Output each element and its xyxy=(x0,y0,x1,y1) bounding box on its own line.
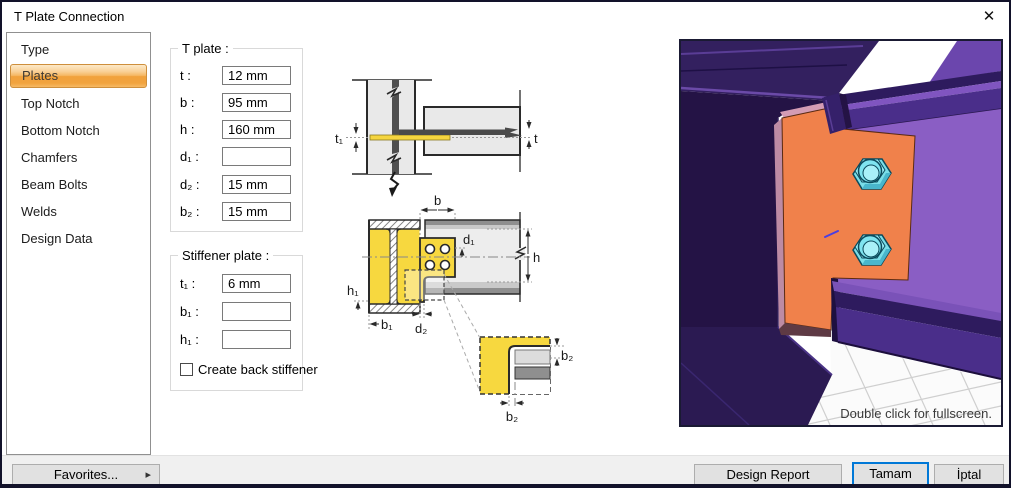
field-row: h : xyxy=(171,120,302,140)
label-b2-right: b₂ xyxy=(561,348,573,363)
detail-beam-flange-dark xyxy=(514,366,551,380)
t1-field-label: t₁ : xyxy=(180,276,196,291)
h-field-input[interactable] xyxy=(222,120,291,139)
column-flange-bottom xyxy=(368,303,421,314)
field-row: d₂ : xyxy=(171,175,302,195)
sidebar-item-design-data[interactable]: Design Data xyxy=(21,231,93,246)
weld-mark xyxy=(824,230,839,238)
beam-bottom-flange xyxy=(831,278,1002,380)
sidebar: Type Plates Top Notch Bottom Notch Chamf… xyxy=(6,32,151,455)
d1-field-label: d₁ : xyxy=(180,149,199,164)
label-d1: d₁ xyxy=(463,232,475,247)
h-field-label: h : xyxy=(180,122,195,137)
bolt-hole xyxy=(439,259,451,271)
column-flange-top xyxy=(368,219,421,230)
notch-zoom-region xyxy=(404,269,445,301)
label-t: t xyxy=(534,131,538,146)
d2-field-input[interactable] xyxy=(222,175,291,194)
label-h: h xyxy=(533,250,540,265)
cancel-button[interactable]: İptal xyxy=(934,464,1004,484)
floor-grid xyxy=(806,331,1001,425)
column-stiffener-left xyxy=(369,229,390,304)
footer: Favorites... ▸ Design Report Tamam İptal xyxy=(2,455,1009,484)
detail-beam-flange-light xyxy=(514,349,551,365)
d2-field-label: d₂ : xyxy=(180,177,200,192)
close-icon[interactable]: ✕ xyxy=(982,8,996,25)
t-plate-group: T plate : t : b : h : d₁ : d₂ : b₂ : xyxy=(170,41,303,232)
label-b: b xyxy=(434,193,441,208)
b1-field-label: b₁ : xyxy=(180,304,199,319)
sidebar-item-welds[interactable]: Welds xyxy=(21,204,57,219)
stiffener-plate-edge xyxy=(369,134,451,141)
create-back-stiffener-checkbox[interactable] xyxy=(180,363,193,376)
sidebar-item-beam-bolts[interactable]: Beam Bolts xyxy=(21,177,88,192)
bolt-bottom xyxy=(852,234,892,266)
field-row: d₁ : xyxy=(171,147,302,167)
favorites-expand-icon: ▸ xyxy=(145,469,151,481)
window-title: T Plate Connection xyxy=(14,9,125,24)
h1-field-input[interactable] xyxy=(222,330,291,349)
sidebar-item-plates[interactable]: Plates xyxy=(10,64,147,88)
b-field-label: b : xyxy=(180,95,195,110)
t-plate-edge xyxy=(399,129,505,135)
bolt-top xyxy=(852,158,892,190)
stiffener-group-title: Stiffener plate : xyxy=(178,248,274,263)
b-field-input[interactable] xyxy=(222,93,291,112)
field-row: t : xyxy=(171,66,302,86)
bolt-hole xyxy=(424,243,436,255)
column-web xyxy=(392,80,399,174)
column-stiffener-right xyxy=(397,229,420,304)
plan-diagram: b xyxy=(347,193,540,393)
field-row: b₂ : xyxy=(171,202,302,222)
t-field-label: t : xyxy=(180,68,191,83)
label-b1: b₁ xyxy=(381,317,393,332)
dimension-diagrams: t₁ t b xyxy=(335,79,573,424)
b2-field-input[interactable] xyxy=(222,202,291,221)
b2-field-label: b₂ : xyxy=(180,204,200,219)
favorites-button-label: Favorites... xyxy=(53,467,119,482)
beam-top-flange xyxy=(824,41,1002,132)
label-b2-bottom: b₂ xyxy=(506,409,518,424)
titlebar: T Plate Connection ✕ xyxy=(2,2,1009,32)
d1-field-input[interactable] xyxy=(222,147,291,166)
field-row: b : xyxy=(171,93,302,113)
favorites-button[interactable]: Favorites... ▸ xyxy=(12,464,160,484)
column-web-plan xyxy=(389,228,398,305)
3d-viewport[interactable]: Double click for fullscreen. xyxy=(679,39,1003,427)
fullscreen-hint: Double click for fullscreen. xyxy=(840,406,992,421)
checkbox-row: Create back stiffener xyxy=(180,362,318,378)
create-back-stiffener-label: Create back stiffener xyxy=(198,362,318,377)
field-row: b₁ : xyxy=(171,302,302,322)
b1-field-input[interactable] xyxy=(222,302,291,321)
bolt-hole xyxy=(439,243,451,255)
sidebar-item-type[interactable]: Type xyxy=(21,42,50,57)
sidebar-item-top-notch[interactable]: Top Notch xyxy=(21,96,80,111)
label-d2: d₂ xyxy=(415,321,427,336)
h1-field-label: h₁ : xyxy=(180,332,199,347)
field-row: t₁ : xyxy=(171,274,302,294)
sidebar-item-bottom-notch[interactable]: Bottom Notch xyxy=(21,123,100,138)
column-beam xyxy=(680,41,879,426)
sidebar-item-chamfers[interactable]: Chamfers xyxy=(21,150,78,165)
field-row: h₁ : xyxy=(171,330,302,350)
label-h1: h₁ xyxy=(347,283,359,298)
design-report-button[interactable]: Design Report xyxy=(694,464,842,484)
ok-button[interactable]: Tamam xyxy=(852,462,929,484)
label-t1: t₁ xyxy=(335,131,344,146)
t1-field-input[interactable] xyxy=(222,274,291,293)
t-plate-group-title: T plate : xyxy=(178,41,233,56)
3d-scene: Double click for fullscreen. xyxy=(680,41,1002,426)
bolt-hole xyxy=(424,259,436,271)
notch-detail-diagram: b₂ b₂ xyxy=(479,336,573,424)
stiffener-plate-group: Stiffener plate : t₁ : b₁ : h₁ : Create … xyxy=(170,248,318,391)
elevation-diagram: t₁ t xyxy=(335,79,538,197)
t-field-input[interactable] xyxy=(222,66,291,85)
